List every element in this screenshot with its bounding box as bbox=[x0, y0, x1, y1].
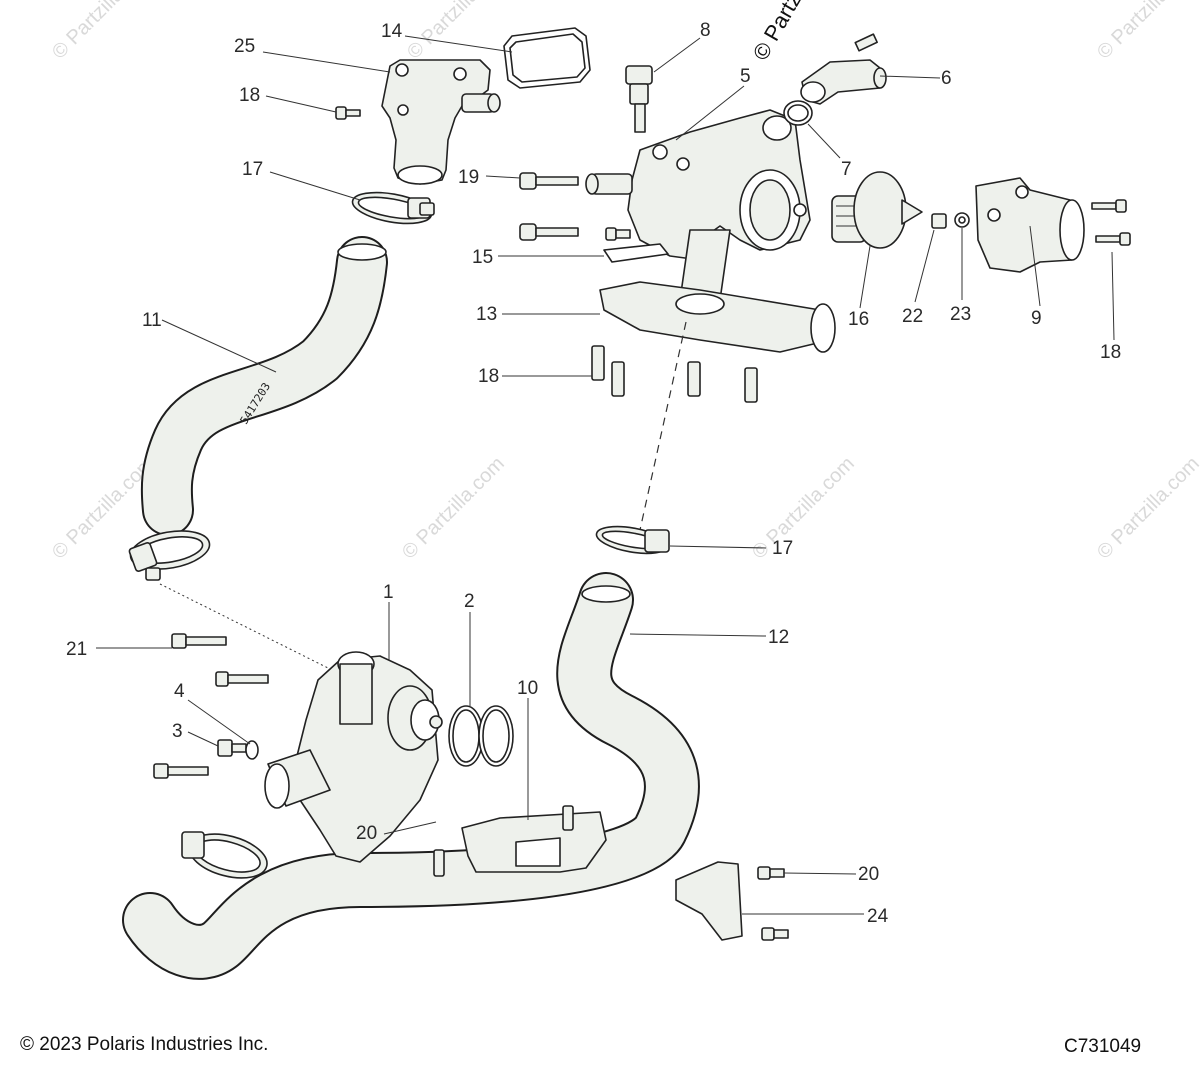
watermark: © Partzilla.com bbox=[403, 0, 514, 64]
callout-numbers: 25 14 18 8 5 6 7 17 19 15 13 18 16 22 23… bbox=[66, 20, 1121, 927]
hose-clamp-part-17-upper bbox=[351, 191, 435, 225]
screw-part-18-right bbox=[1091, 199, 1131, 246]
watermark: © Partzilla.com bbox=[748, 453, 859, 564]
gasket-part-14 bbox=[503, 27, 591, 89]
callout-6: 6 bbox=[941, 68, 952, 89]
bleed-screw-part-22 bbox=[931, 213, 947, 229]
callout-13: 13 bbox=[476, 304, 497, 325]
bolt-part-3 bbox=[217, 739, 247, 757]
screw-part-18 bbox=[335, 106, 361, 120]
watermarks: © Partzilla.com © Partzilla.com © Partzi… bbox=[48, 0, 1200, 564]
callout-16: 16 bbox=[848, 309, 869, 330]
callout-25: 25 bbox=[234, 36, 255, 57]
coolant-pipe-part-13 bbox=[599, 281, 836, 353]
thermostat-part-16 bbox=[831, 171, 923, 249]
callout-21: 21 bbox=[66, 639, 87, 660]
bolt-part-21 bbox=[153, 633, 269, 779]
callout-8: 8 bbox=[700, 20, 711, 41]
callout-24: 24 bbox=[867, 906, 889, 927]
copyright-notice: © 2023 Polaris Industries Inc. bbox=[20, 1034, 269, 1055]
leader-lines bbox=[96, 35, 1115, 915]
callout-17: 17 bbox=[242, 159, 263, 180]
callout-10: 10 bbox=[517, 678, 538, 699]
callout-9: 9 bbox=[1031, 308, 1042, 329]
watermark: © Partzilla.com bbox=[48, 0, 159, 64]
thermostat-cover-part-9 bbox=[975, 177, 1085, 273]
hose-clamp-part-17-middle bbox=[595, 525, 670, 555]
watermark-top: © Partzilla bbox=[748, 0, 820, 65]
callout-3: 3 bbox=[172, 721, 183, 742]
callout-20: 20 bbox=[858, 864, 879, 885]
callout-1: 1 bbox=[383, 582, 394, 603]
callout-11: 11 bbox=[142, 310, 162, 331]
callout-5: 5 bbox=[740, 66, 751, 87]
hose-fitting-part-6 bbox=[800, 33, 887, 105]
o-ring-part-2 bbox=[448, 705, 514, 767]
washer-part-23 bbox=[954, 212, 970, 228]
callout-22: 22 bbox=[902, 306, 923, 327]
thermostat-housing-part-5 bbox=[585, 109, 811, 301]
bolt-part-19 bbox=[519, 172, 631, 241]
callout-12: 12 bbox=[768, 627, 789, 648]
water-pump-part-1 bbox=[264, 651, 443, 863]
callout-20: 20 bbox=[356, 823, 377, 844]
callout-18: 18 bbox=[478, 366, 499, 387]
gasket-part-15 bbox=[603, 243, 669, 263]
bracket-part-24 bbox=[675, 861, 743, 941]
callout-7: 7 bbox=[841, 159, 852, 180]
callout-2: 2 bbox=[464, 591, 475, 612]
callout-15: 15 bbox=[472, 247, 493, 268]
watermark: © Partzilla.com bbox=[1093, 453, 1200, 564]
hose-clamp-part-17-lower bbox=[128, 530, 211, 581]
watermark: © Partzilla.com bbox=[1093, 0, 1200, 64]
hose-clamp-part-17-bottom bbox=[181, 831, 268, 879]
coolant-hose-part-11: 5417203 bbox=[140, 236, 388, 536]
callout-4: 4 bbox=[174, 681, 185, 702]
callout-23: 23 bbox=[950, 304, 971, 325]
bolt-part-18-set bbox=[591, 345, 758, 403]
hose-bracket-part-10 bbox=[461, 811, 607, 873]
thermostat-housing-part-25 bbox=[381, 59, 501, 185]
diagram-id: C731049 bbox=[1064, 1036, 1142, 1057]
callout-18: 18 bbox=[239, 85, 260, 106]
assembly-line bbox=[635, 321, 687, 549]
callout-17: 17 bbox=[772, 538, 793, 559]
callout-19: 19 bbox=[458, 167, 479, 188]
assembly-line bbox=[159, 583, 337, 673]
washer-part-4 bbox=[245, 740, 259, 760]
o-ring-part-7 bbox=[783, 100, 813, 126]
watermark: © Partzilla.com bbox=[398, 453, 509, 564]
callout-18: 18 bbox=[1100, 342, 1121, 363]
callout-14: 14 bbox=[381, 21, 403, 42]
temperature-sensor-part-8 bbox=[625, 65, 653, 133]
